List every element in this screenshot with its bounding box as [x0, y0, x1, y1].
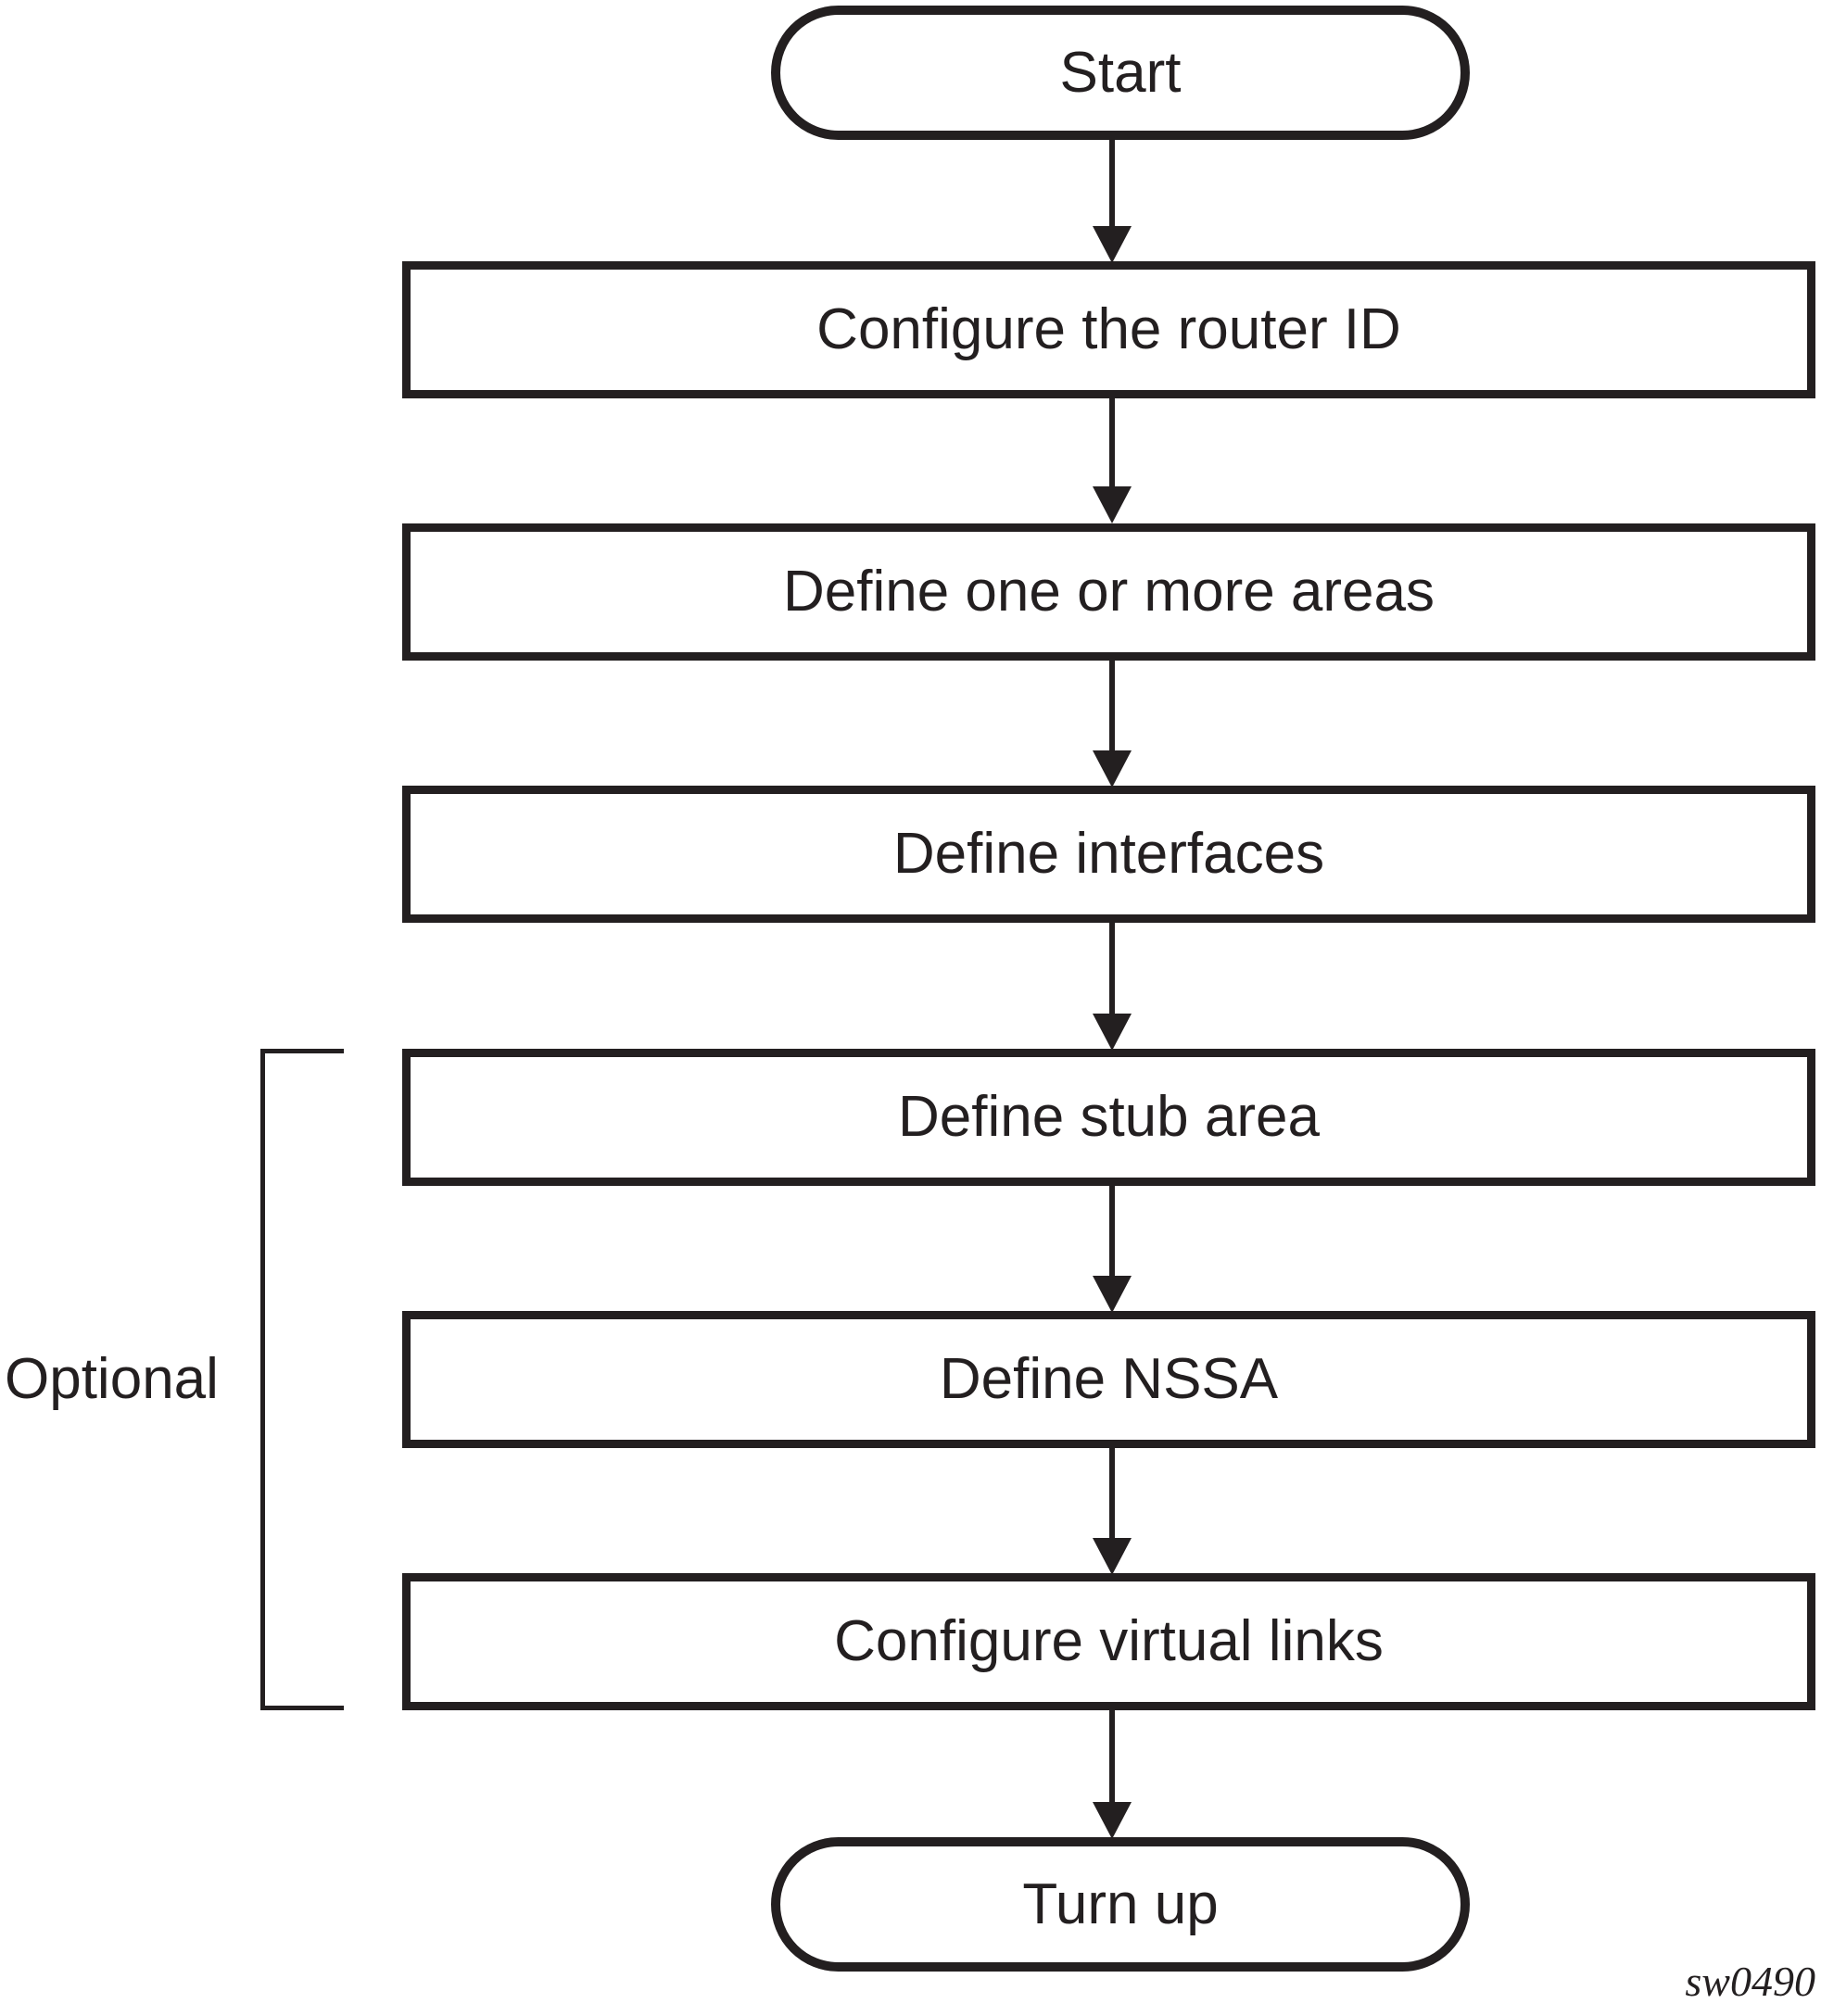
arrow-head-icon — [1093, 226, 1132, 263]
arrow-line — [1109, 397, 1115, 488]
node-define-areas: Define one or more areas — [402, 523, 1815, 661]
arrow-down-icon — [1092, 659, 1132, 788]
optional-label: Optional — [5, 1347, 219, 1411]
arrow-head-icon — [1093, 486, 1132, 523]
arrow-line — [1109, 1708, 1115, 1804]
node-define-stub-area: Define stub area — [402, 1049, 1815, 1186]
arrow-head-icon — [1093, 1802, 1132, 1839]
arrow-head-icon — [1093, 1276, 1132, 1313]
node-define-nssa: Define NSSA — [402, 1311, 1815, 1448]
optional-bracket-bottom-tick — [260, 1706, 344, 1710]
figure-id: sw0490 — [1685, 1958, 1815, 2005]
arrow-down-icon — [1092, 1446, 1132, 1575]
node-start: Start — [771, 6, 1470, 140]
node-turn-up: Turn up — [771, 1837, 1470, 1972]
arrow-down-icon — [1092, 397, 1132, 523]
arrow-down-icon — [1092, 1184, 1132, 1313]
arrow-down-icon — [1092, 1708, 1132, 1839]
arrow-head-icon — [1093, 1538, 1132, 1575]
arrow-head-icon — [1093, 1014, 1132, 1051]
arrow-line — [1109, 921, 1115, 1015]
arrow-head-icon — [1093, 750, 1132, 788]
arrow-line — [1109, 1446, 1115, 1540]
node-define-interfaces: Define interfaces — [402, 786, 1815, 923]
arrow-down-icon — [1092, 140, 1132, 263]
node-configure-virtual-links: Configure virtual links — [402, 1573, 1815, 1710]
node-configure-router-id: Configure the router ID — [402, 261, 1815, 398]
arrow-line — [1109, 659, 1115, 752]
arrow-down-icon — [1092, 921, 1132, 1051]
arrow-line — [1109, 1184, 1115, 1278]
arrow-line — [1109, 140, 1115, 228]
optional-bracket-line — [260, 1049, 265, 1710]
optional-bracket-top-tick — [260, 1049, 344, 1053]
